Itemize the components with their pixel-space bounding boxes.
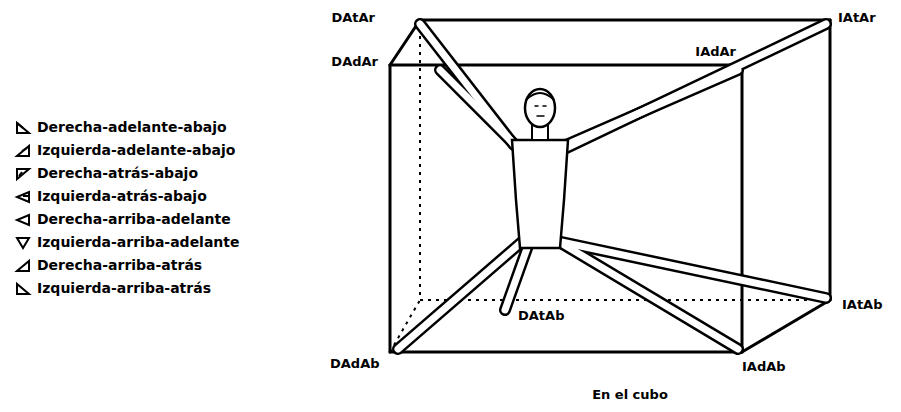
legend-text: Derecha-arriba-atrás [37,257,202,273]
legend-text: Izquierda-arriba-adelante [37,234,240,250]
human-figure [398,24,826,349]
hidden-edges [390,20,830,352]
legend-text: Derecha-atrás-abajo [37,165,198,181]
legend-text: Derecha-adelante-abajo [37,119,227,135]
legend-text: Izquierda-arriba-atrás [37,280,211,296]
corner-label: DAtAr [331,11,375,26]
corner-label: IAdAr [695,45,736,60]
legend-text: Derecha-arriba-adelante [37,211,231,227]
caption: En el cubo [592,388,668,403]
corner-label: IAtAb [842,298,882,313]
corner-label: IAdAb [742,360,786,375]
legend-text: Izquierda-atrás-abajo [37,188,207,204]
cube-edges [390,20,830,352]
corner-label: DAdAr [331,55,378,70]
corner-label: DAdAb [330,357,380,372]
legend-text: Izquierda-adelante-abajo [37,142,235,158]
corner-label: DAtAb [518,309,564,324]
corner-label: IAtAr [838,11,876,26]
legend-symbols [17,123,29,294]
